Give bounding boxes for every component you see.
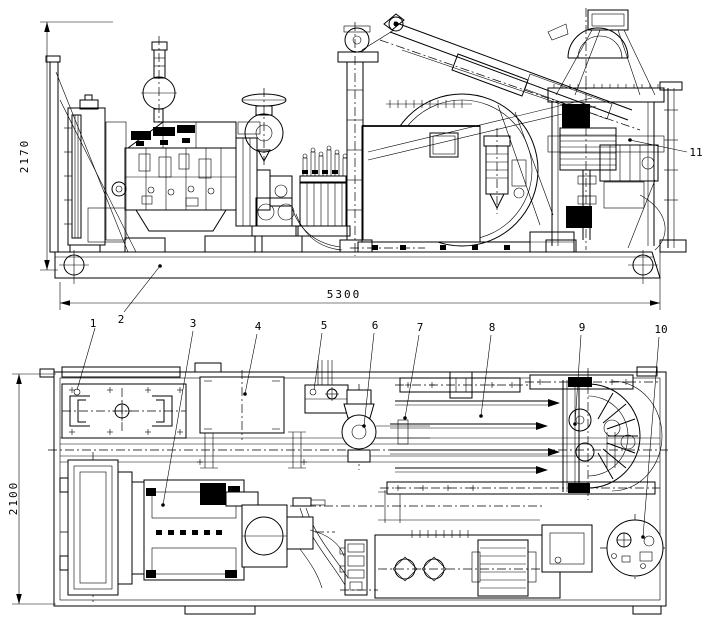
component-box-5 — [304, 384, 349, 414]
callout-5-label: 5 — [321, 319, 328, 332]
callout-3-label: 3 — [190, 317, 197, 330]
callout-10-label: 10 — [654, 323, 667, 336]
mast-derrick — [361, 13, 641, 161]
callout-4-label: 4 — [255, 320, 262, 333]
pump-unit-plan — [341, 384, 430, 470]
dimension-height: 2170 — [18, 21, 113, 271]
dimension-length: 5300 — [59, 252, 661, 310]
rotary-mechanism-plan — [525, 368, 663, 500]
mast-rest-plate — [45, 55, 137, 253]
radiator-side — [64, 94, 126, 253]
engine-side — [105, 36, 293, 241]
gauge-panel-plan — [600, 514, 668, 582]
mast-pivot-column — [337, 22, 379, 256]
lower-crossbeam-plan — [380, 481, 660, 495]
callout-11-label: 11 — [689, 146, 702, 159]
callout-8-label: 8 — [489, 321, 496, 334]
rotary-head-tower — [545, 8, 687, 253]
component-box-4 — [199, 370, 285, 440]
dim-width-label: 2100 — [7, 481, 20, 516]
callouts-plan: 1 2 3 4 5 6 7 8 9 10 — [76, 264, 668, 539]
plan-view: 2100 1 2 3 4 5 6 7 8 9 10 — [7, 264, 668, 615]
callout-1-label: 1 — [90, 317, 97, 330]
callout-9-label: 9 — [579, 321, 586, 334]
valve-stack-plan — [292, 497, 378, 596]
hydraulic-tank — [357, 100, 575, 253]
control-valve-bank — [291, 145, 425, 251]
engine-plan — [59, 452, 345, 603]
skid-rails-plan — [48, 431, 668, 523]
dim-height-label: 2170 — [18, 139, 31, 174]
oil-filter — [483, 128, 527, 214]
dim-length-label: 5300 — [327, 288, 362, 301]
crossbeam-plan — [395, 371, 530, 399]
callout-7-label: 7 — [417, 321, 424, 334]
exhaust-muffler — [241, 88, 287, 168]
manifold-plate-plan — [374, 524, 593, 599]
dimension-width: 2100 — [7, 373, 56, 605]
drill-rod-rack — [390, 399, 560, 474]
component-box-1 — [61, 383, 187, 439]
transfer-pump — [251, 197, 299, 237]
callout-2-label: 2 — [118, 313, 125, 326]
callout-6-label: 6 — [372, 319, 379, 332]
side-elevation-view: 2170 5300 11 — [18, 8, 703, 310]
callout-11: 11 — [628, 138, 703, 159]
